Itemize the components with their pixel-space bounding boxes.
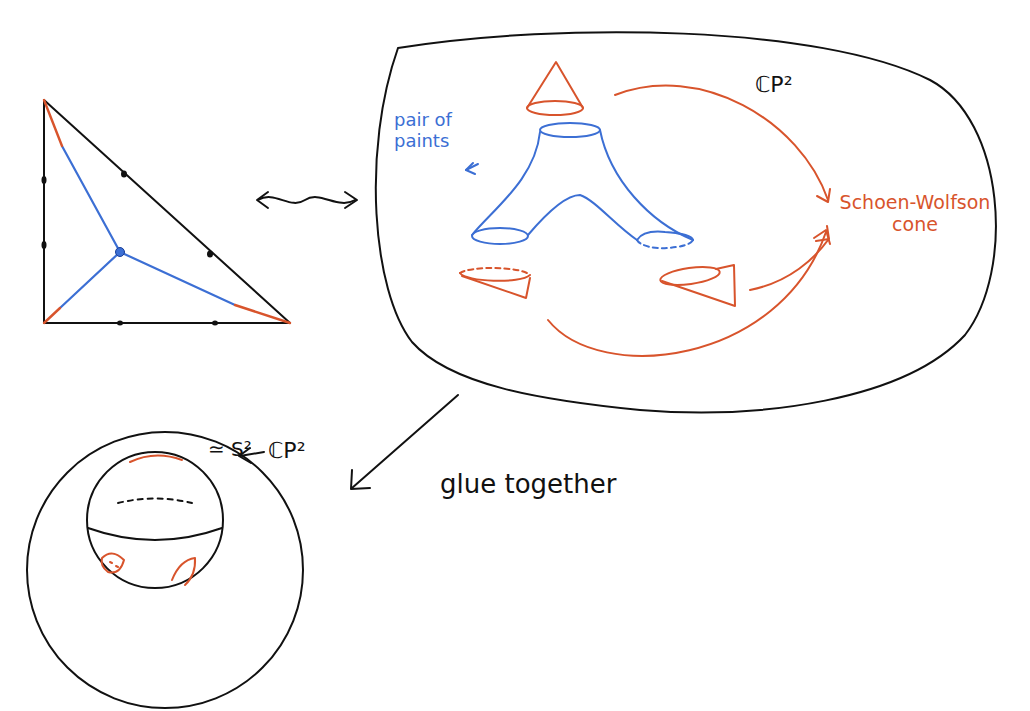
space-label: ℂP² bbox=[268, 438, 338, 463]
cp2-region bbox=[376, 32, 996, 412]
sphere-figure bbox=[27, 432, 303, 708]
pants-label: pair of paints bbox=[394, 110, 458, 151]
step-label: glue together bbox=[440, 470, 670, 500]
triangle-figure bbox=[42, 100, 291, 326]
correspondence-arrow bbox=[257, 192, 357, 208]
pair-of-pants bbox=[466, 123, 693, 248]
schoen-wolfson-cones bbox=[460, 62, 735, 306]
sphere-label: ≃ S² bbox=[208, 438, 268, 461]
space-label: ℂP² bbox=[755, 72, 835, 97]
pointer-arrows bbox=[548, 86, 830, 356]
cone-label: Schoen-Wolfson cone bbox=[836, 192, 994, 236]
